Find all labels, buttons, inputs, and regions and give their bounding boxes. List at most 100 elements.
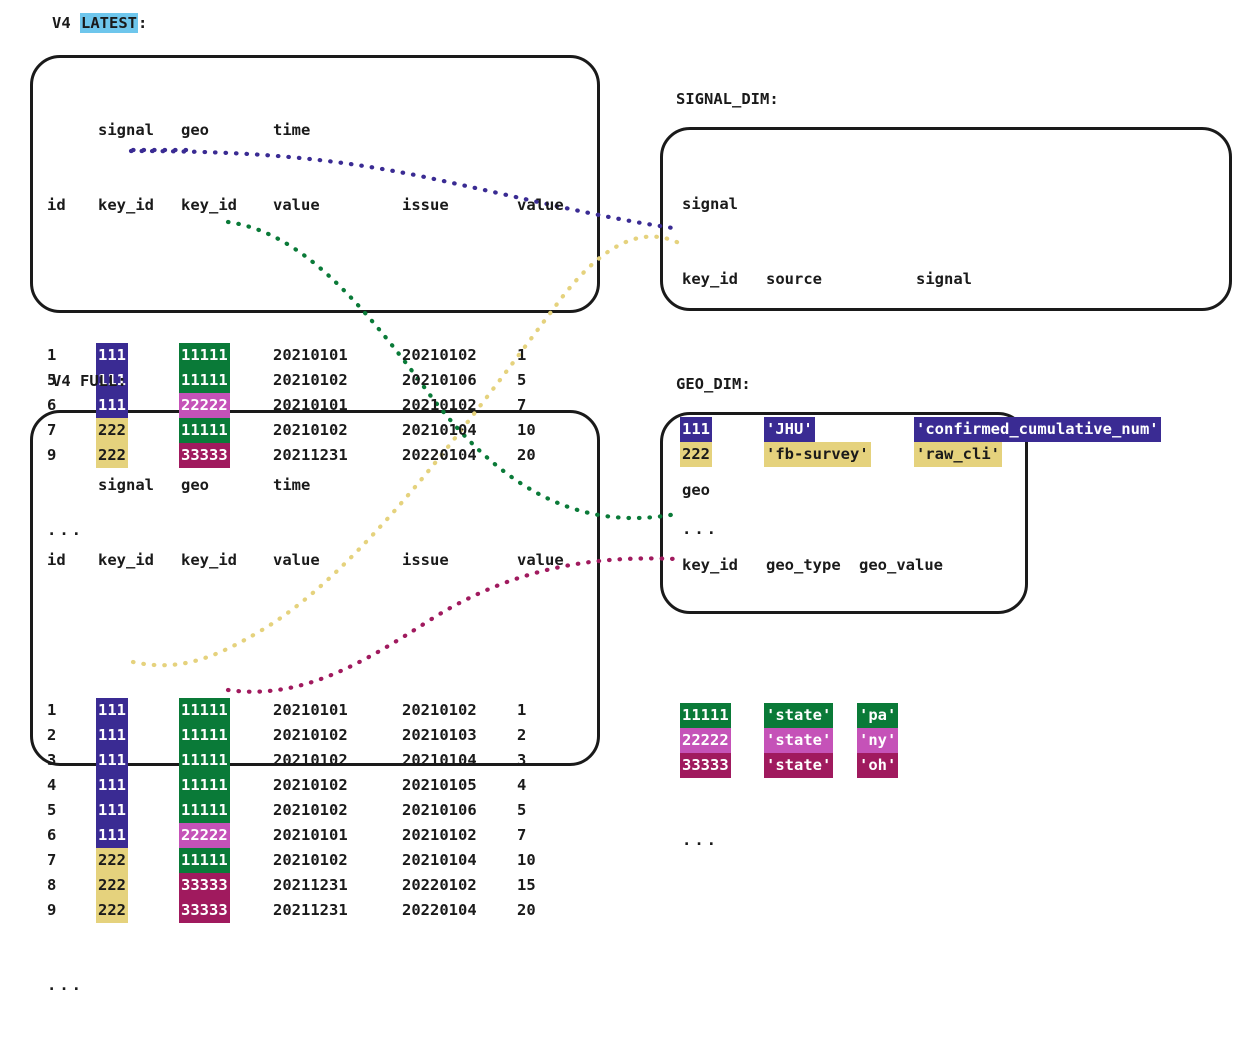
full-row-2-id: 3 bbox=[47, 751, 57, 769]
full-row-8-signal-key-id: 222 bbox=[96, 898, 128, 923]
latest-header-row-bottom: id key_id key_id value issue value bbox=[45, 193, 590, 218]
full-row-3-geo-key-id: 11111 bbox=[179, 773, 230, 798]
latest-row-1-geo-key-id: 11111 bbox=[179, 368, 230, 393]
diagram-canvas: V4 LATEST: signal geo time id key_id key… bbox=[30, 13, 1232, 994]
geo-dim-row-0-geo-type: 'state' bbox=[764, 703, 834, 728]
latest-header-gap bbox=[45, 268, 590, 293]
latest-row-1-issue: 20210106 bbox=[402, 371, 477, 389]
full-row-0-signal-key-id: 111 bbox=[96, 698, 128, 723]
latest-row-2-geo-key-id: 22222 bbox=[179, 393, 230, 418]
latest-ellipsis: ... bbox=[47, 521, 84, 539]
full-row-7-id: 8 bbox=[47, 876, 57, 894]
signal-dim-hdr-top-signal: signal bbox=[682, 195, 738, 213]
full-row-7-signal-key-id: 222 bbox=[96, 873, 128, 898]
geo-dim-ellipsis: ... bbox=[682, 831, 719, 849]
latest-row-4-signal-key-id: 222 bbox=[96, 443, 128, 468]
signal-dim-row-1-signal: 'raw_cli' bbox=[914, 442, 1002, 467]
latest-row-2-value: 7 bbox=[517, 396, 527, 414]
full-ellipsis: ... bbox=[47, 976, 84, 994]
table-row: 33333'state''oh' bbox=[680, 753, 1020, 778]
full-row-6-issue: 20210104 bbox=[402, 851, 477, 869]
full-row-4-geo-key-id: 11111 bbox=[179, 798, 230, 823]
full-row-4-value: 5 bbox=[517, 801, 527, 819]
signal-dim-row-0-signal: 'confirmed_cumulative_num' bbox=[914, 417, 1161, 442]
full-row-3-id: 4 bbox=[47, 776, 57, 794]
full-row-6-id: 7 bbox=[47, 851, 57, 869]
signal-dim-ellipsis-row: ... bbox=[680, 517, 1225, 542]
geo-dim-row-1-geo-value: 'ny' bbox=[857, 728, 899, 753]
full-row-8-value: 20 bbox=[517, 901, 536, 919]
full-row-7-geo-key-id: 33333 bbox=[179, 873, 230, 898]
geo-dim-row-1-geo-type: 'state' bbox=[764, 728, 834, 753]
geo-dim-hdr-top-geo: geo bbox=[682, 481, 710, 499]
geo-dim-caption: GEO_DIM: bbox=[676, 375, 751, 393]
full-hdr-top-time: time bbox=[273, 476, 311, 494]
geo-dim-hdr-geo-value: geo_value bbox=[859, 556, 943, 574]
full-row-6-signal-key-id: 222 bbox=[96, 848, 128, 873]
full-row-7-value: 15 bbox=[517, 876, 536, 894]
table-row: 222'fb-survey''raw_cli' bbox=[680, 442, 1225, 467]
full-row-2-time-value: 20210102 bbox=[273, 751, 348, 769]
full-row-8-time-value: 20211231 bbox=[273, 901, 348, 919]
full-row-2-value: 3 bbox=[517, 751, 527, 769]
signal-dim-hdr-source: source bbox=[766, 270, 822, 288]
table-row: 9 222 33333 20211231 20220104 20 bbox=[45, 898, 590, 923]
geo-dim-row-2-geo-type: 'state' bbox=[764, 753, 834, 778]
geo-dim-row-group: 11111'state''pa'22222'state''ny'33333'st… bbox=[680, 703, 1020, 778]
geo-dim-row-2-geo-value: 'oh' bbox=[857, 753, 899, 778]
latest-hdr-geo-key-id: key_id bbox=[181, 196, 237, 214]
geo-dim-header-row-bottom: key_id geo_type geo_value bbox=[680, 553, 1020, 578]
full-row-8-geo-key-id: 33333 bbox=[179, 898, 230, 923]
full-row-3-issue: 20210105 bbox=[402, 776, 477, 794]
signal-dim-table: signal key_id source signal 111'JHU''con… bbox=[680, 142, 1225, 592]
full-row-8-issue: 20220104 bbox=[402, 901, 477, 919]
full-row-1-value: 2 bbox=[517, 726, 527, 744]
full-header-gap bbox=[45, 623, 590, 648]
latest-caption-highlight: LATEST bbox=[80, 13, 138, 33]
table-row: 11111'state''pa' bbox=[680, 703, 1020, 728]
full-row-0-geo-key-id: 11111 bbox=[179, 698, 230, 723]
full-row-4-id: 5 bbox=[47, 801, 57, 819]
latest-row-3-id: 7 bbox=[47, 421, 57, 439]
full-row-0-time-value: 20210101 bbox=[273, 701, 348, 719]
full-row-3-time-value: 20210102 bbox=[273, 776, 348, 794]
full-row-3-signal-key-id: 111 bbox=[96, 773, 128, 798]
latest-row-0-id: 1 bbox=[47, 346, 57, 364]
full-row-1-id: 2 bbox=[47, 726, 57, 744]
signal-dim-header-row-top: signal bbox=[680, 192, 1225, 217]
full-row-7-issue: 20220102 bbox=[402, 876, 477, 894]
signal-dim-box bbox=[660, 127, 1232, 311]
signal-dim-hdr-key-id: key_id bbox=[682, 270, 738, 288]
table-row: 111'JHU''confirmed_cumulative_num' bbox=[680, 417, 1225, 442]
full-row-1-signal-key-id: 111 bbox=[96, 723, 128, 748]
geo-dim-ellipsis-row: ... bbox=[680, 828, 1020, 853]
latest-hdr-top-time: time bbox=[273, 121, 311, 139]
latest-hdr-time-value: value bbox=[273, 196, 320, 214]
full-hdr-geo-key-id: key_id bbox=[181, 551, 237, 569]
latest-row-3-signal-key-id: 222 bbox=[96, 418, 128, 443]
latest-row-0-signal-key-id: 111 bbox=[96, 343, 128, 368]
full-hdr-top-signal: signal bbox=[98, 476, 154, 494]
geo-dim-row-0-geo-value: 'pa' bbox=[857, 703, 899, 728]
latest-row-2-issue: 20210102 bbox=[402, 396, 477, 414]
full-row-3-value: 4 bbox=[517, 776, 527, 794]
signal-dim-row-group: 111'JHU''confirmed_cumulative_num'222'fb… bbox=[680, 417, 1225, 467]
full-row-4-signal-key-id: 111 bbox=[96, 798, 128, 823]
full-row-4-issue: 20210106 bbox=[402, 801, 477, 819]
full-hdr-top-geo: geo bbox=[181, 476, 209, 494]
full-row-2-signal-key-id: 111 bbox=[96, 748, 128, 773]
full-row-8-id: 9 bbox=[47, 901, 57, 919]
full-hdr-time-value: value bbox=[273, 551, 320, 569]
full-hdr-id: id bbox=[47, 551, 66, 569]
full-caption: V4 FULL: bbox=[52, 372, 127, 390]
